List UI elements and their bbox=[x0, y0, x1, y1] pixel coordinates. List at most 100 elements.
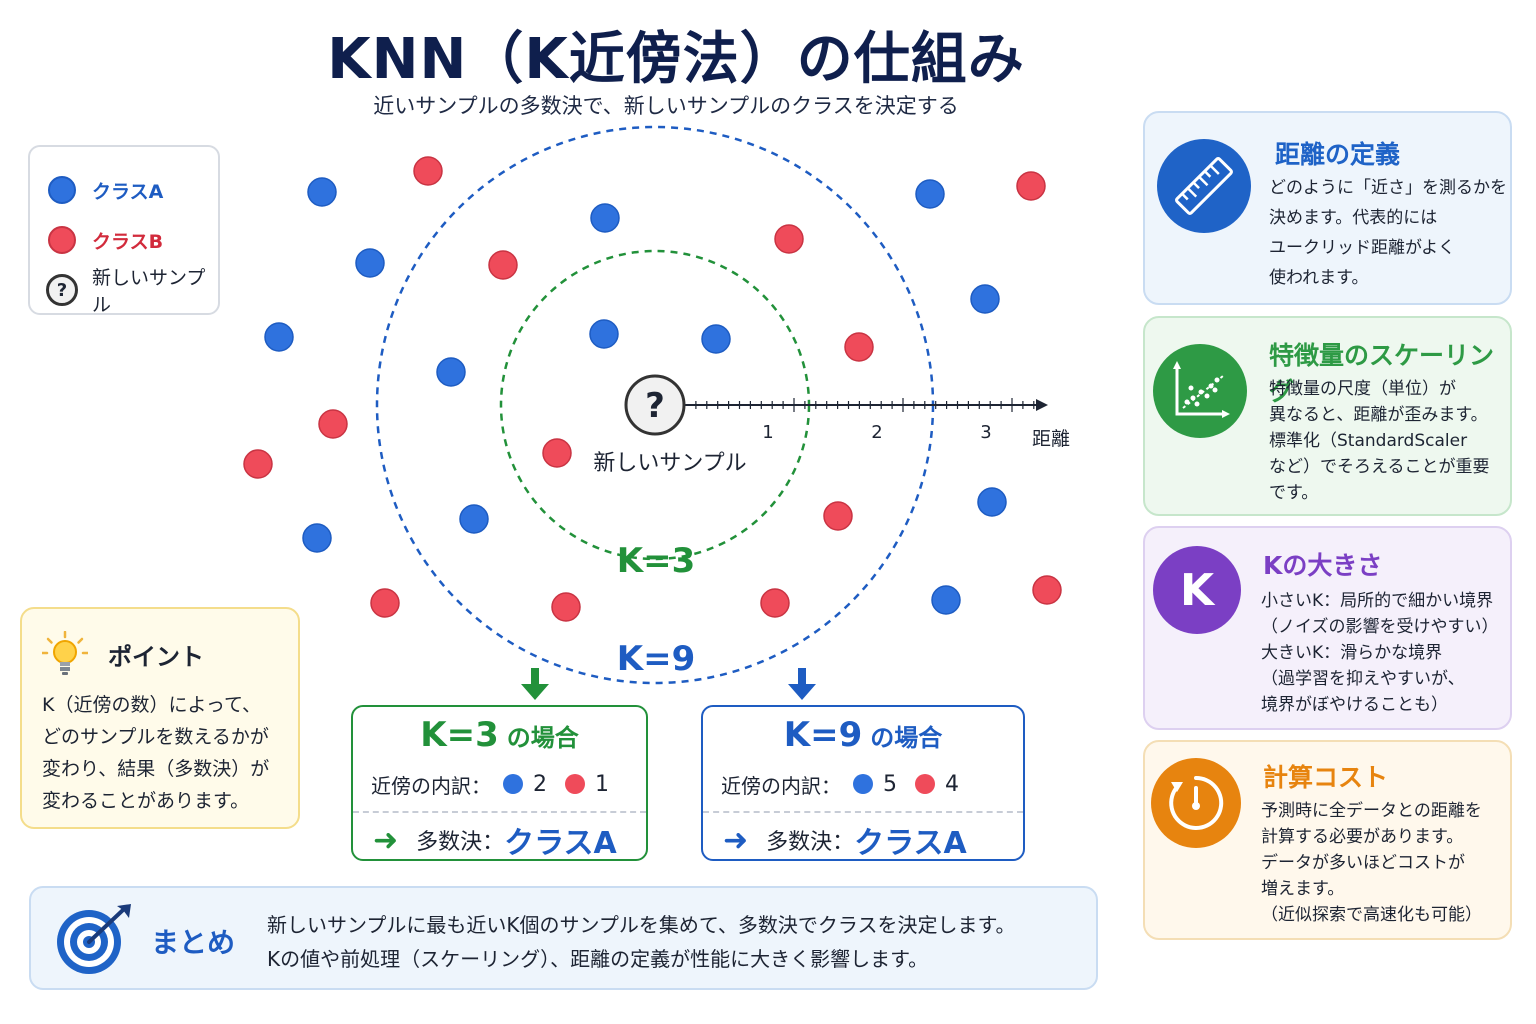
red-dot-icon bbox=[915, 774, 935, 794]
class-a-point bbox=[590, 203, 620, 233]
blue-dot-icon bbox=[48, 176, 76, 204]
k9-count-a: 5 bbox=[883, 771, 897, 797]
question-mark-icon: ? bbox=[645, 386, 665, 426]
blue-dot-icon bbox=[503, 774, 523, 794]
legend-label-class-b: クラスB bbox=[92, 230, 164, 253]
summary-box: まとめ 新しいサンプルに最も近いK個のサンプルを集めて、多数決でクラスを決定しま… bbox=[29, 886, 1098, 990]
point-line: 変わり、結果（多数決）が bbox=[42, 758, 270, 780]
red-dot-icon bbox=[48, 226, 76, 254]
k9-label: K=9 bbox=[617, 639, 696, 679]
card-title-cost: 計算コスト bbox=[1263, 763, 1389, 792]
card-line: （ノイズの影響を受けやすい） bbox=[1261, 617, 1499, 637]
page-subtitle: 近いサンプルの多数決で、新しいサンプルのクラスを決定する bbox=[373, 94, 959, 118]
card-scaling: 特徴量のスケーリング 特徴量の尺度（単位）が 異なると、距離が歪みます。 標準化… bbox=[1143, 316, 1512, 516]
target-icon bbox=[57, 904, 131, 974]
class-b-point bbox=[774, 224, 804, 254]
class-a-point bbox=[977, 487, 1007, 517]
k3-result-label: 多数決： bbox=[416, 830, 505, 855]
card-line: 使われます。 bbox=[1269, 268, 1369, 288]
k3-case-title-suffix: の場合 bbox=[506, 724, 579, 752]
legend-item-class-b: クラスB bbox=[48, 215, 218, 265]
card-line: 小さいK：局所的で細かい境界 bbox=[1261, 591, 1494, 611]
legend: クラスA クラスB ? 新しいサンプル bbox=[28, 145, 220, 316]
card-line: 大きいK：滑らかな境界 bbox=[1261, 643, 1443, 663]
class-b-point bbox=[243, 449, 273, 479]
class-a-point bbox=[589, 319, 619, 349]
card-title-k-size: Kの大きさ bbox=[1263, 551, 1383, 580]
class-a-point bbox=[355, 248, 385, 278]
k9-case-title: K=9 bbox=[783, 715, 863, 755]
legend-label-class-a: クラスA bbox=[92, 180, 164, 203]
card-line: ユークリッド距離がよく bbox=[1269, 238, 1456, 258]
point-line: K（近傍の数）によって、 bbox=[42, 694, 261, 716]
new-sample-point bbox=[624, 374, 686, 436]
arrow-down-icon bbox=[521, 684, 549, 700]
summary-text: 新しいサンプルに最も近いK個のサンプルを集めて、多数決でクラスを決定します。 K… bbox=[267, 908, 1016, 976]
summary-line: 新しいサンプルに最も近いK個のサンプルを集めて、多数決でクラスを決定します。 bbox=[267, 913, 1016, 937]
arrow-down-icon bbox=[798, 668, 806, 686]
k9-result-value: クラスA bbox=[854, 826, 967, 861]
card-line: です。 bbox=[1269, 483, 1319, 503]
timer-icon bbox=[1151, 758, 1241, 848]
axis-tick-label: 3 bbox=[980, 422, 991, 443]
class-a-point bbox=[915, 179, 945, 209]
card-line: 予測時に全データとの距離を bbox=[1261, 801, 1482, 821]
card-line: 異なると、距離が歪みます。 bbox=[1269, 405, 1488, 425]
k9-result: ➜ 多数決： クラスA bbox=[703, 813, 1023, 867]
legend-label-new-sample: 新しいサンプル bbox=[92, 267, 206, 316]
class-a-point bbox=[436, 357, 466, 387]
card-k-size: K Kの大きさ 小さいK：局所的で細かい境界 （ノイズの影響を受けやすい） 大き… bbox=[1143, 526, 1512, 730]
card-line: （近似探索で高速化も可能） bbox=[1261, 905, 1482, 925]
card-line: 特徴量の尺度（単位）が bbox=[1269, 379, 1456, 399]
scatter-plot-icon bbox=[1153, 344, 1247, 438]
card-cost: 計算コスト 予測時に全データとの距離を 計算する必要があります。 データが多いほ… bbox=[1143, 740, 1512, 940]
k9-breakdown: 近傍の内訳： 5 4 bbox=[703, 765, 1023, 803]
card-line: 計算する必要があります。 bbox=[1261, 827, 1464, 847]
card-line: データが多いほどコストが bbox=[1261, 853, 1465, 873]
arrow-right-icon: ➜ bbox=[373, 822, 399, 858]
lightbulb-icon bbox=[42, 631, 88, 675]
page-title: KNN（K近傍法）の仕組み bbox=[327, 27, 1025, 92]
arrow-down-icon bbox=[788, 684, 816, 700]
question-mark-icon: ? bbox=[46, 274, 78, 306]
blue-dot-icon bbox=[853, 774, 873, 794]
card-title-distance: 距離の定義 bbox=[1275, 140, 1401, 169]
k3-count-a: 2 bbox=[533, 771, 547, 797]
class-a-point bbox=[701, 324, 731, 354]
class-b-point bbox=[370, 588, 400, 618]
point-card: ポイント K（近傍の数）によって、 どのサンプルを数えるかが 変わり、結果（多数… bbox=[20, 607, 300, 829]
k3-breakdown-label: 近傍の内訳： bbox=[371, 773, 491, 798]
axis-tick-label: 2 bbox=[871, 422, 882, 443]
class-b-point bbox=[488, 250, 518, 280]
point-line: 変わることがあります。 bbox=[42, 790, 250, 812]
k3-label: K=3 bbox=[617, 541, 696, 581]
card-line: 標準化（StandardScaler bbox=[1269, 431, 1468, 451]
card-line: どのように「近さ」を測るかを bbox=[1269, 178, 1507, 198]
class-a-point bbox=[302, 523, 332, 553]
class-a-point bbox=[307, 177, 337, 207]
point-line: どのサンプルを数えるかが bbox=[42, 726, 269, 748]
arrow-down-icon bbox=[531, 668, 539, 686]
k3-result: ➜ 多数決： クラスA bbox=[353, 813, 646, 867]
class-b-point bbox=[844, 332, 874, 362]
class-b-point bbox=[542, 438, 572, 468]
card-line: など）でそろえることが重要 bbox=[1269, 457, 1490, 477]
k9-breakdown-label: 近傍の内訳： bbox=[721, 773, 841, 798]
class-b-point bbox=[551, 592, 581, 622]
class-b-point bbox=[318, 409, 348, 439]
legend-item-new-sample: ? 新しいサンプル bbox=[46, 265, 218, 316]
class-a-point bbox=[970, 284, 1000, 314]
class-a-point bbox=[459, 504, 489, 534]
card-body-scaling: 特徴量の尺度（単位）が 異なると、距離が歪みます。 標準化（StandardSc… bbox=[1269, 376, 1490, 506]
card-line: （過学習を抑えやすいが、 bbox=[1261, 669, 1465, 689]
class-b-point bbox=[1016, 171, 1046, 201]
class-b-point bbox=[760, 588, 790, 618]
arrow-right-icon: ➜ bbox=[723, 822, 749, 858]
k9-count-b: 4 bbox=[945, 771, 959, 797]
k9-case-title-suffix: の場合 bbox=[870, 724, 943, 752]
card-title-scaling: 特徴量のスケーリング bbox=[1269, 341, 1495, 406]
card-line: 増えます。 bbox=[1261, 879, 1345, 899]
